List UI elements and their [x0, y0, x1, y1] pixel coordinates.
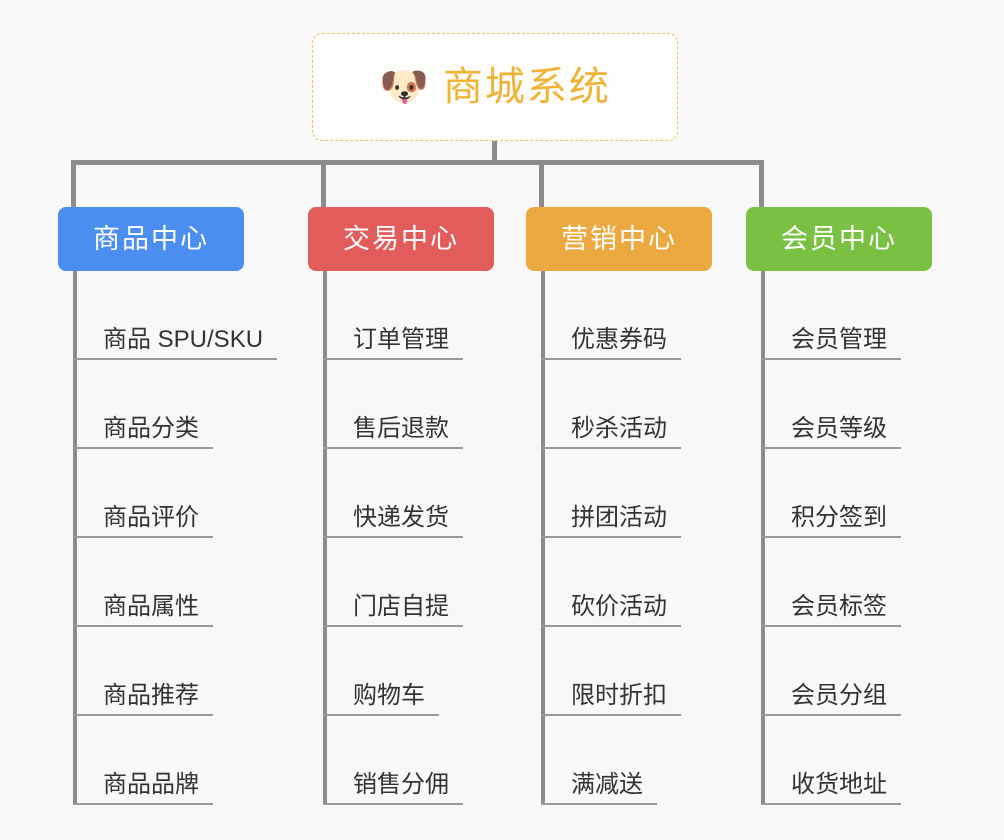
leaf-label: 拼团活动	[571, 504, 667, 532]
leaf-item[interactable]: 商品推荐	[73, 627, 213, 716]
leaf-label: 会员等级	[791, 415, 887, 443]
leaf-label: 会员分组	[791, 682, 887, 710]
leaf-item[interactable]: 购物车	[323, 627, 439, 716]
leaf-label: 商品分类	[103, 415, 199, 443]
root-title: 商城系统	[442, 65, 611, 109]
leaf-label: 购物车	[353, 682, 425, 710]
leaf-item[interactable]: 满减送	[541, 716, 657, 805]
leaf-item[interactable]: 订单管理	[323, 271, 463, 360]
leaf-item[interactable]: 会员管理	[761, 271, 901, 360]
leaf-item[interactable]: 商品 SPU/SKU	[73, 271, 278, 360]
shiba-dog-face-icon: 🐶	[379, 65, 429, 109]
leaf-item[interactable]: 秒杀活动	[541, 360, 681, 449]
leaf-label: 售后退款	[353, 415, 449, 443]
leaf-item[interactable]: 会员分组	[761, 627, 901, 716]
connector-drop-marketing-center	[539, 160, 544, 208]
leaf-item[interactable]: 商品品牌	[73, 716, 213, 805]
branch-product-center: 商品中心 商品 SPU/SKU 商品分类 商品评价 商品属性 商品推荐 商品品牌	[58, 207, 278, 805]
leaf-item[interactable]: 收货地址	[761, 716, 901, 805]
leaf-label: 收货地址	[791, 771, 887, 799]
connector-drop-product-center	[71, 160, 76, 208]
branch-spine	[761, 271, 765, 805]
category-label: 交易中心	[343, 223, 459, 254]
leaf-label: 优惠券码	[571, 326, 667, 354]
leaf-label: 门店自提	[353, 593, 449, 621]
leaf-item[interactable]: 商品属性	[73, 538, 213, 627]
connector-trunk	[492, 141, 497, 165]
branch-trade-center: 交易中心 订单管理 售后退款 快递发货 门店自提 购物车 销售分佣	[308, 207, 494, 805]
leaf-item[interactable]: 商品分类	[73, 360, 213, 449]
leaf-item[interactable]: 优惠券码	[541, 271, 681, 360]
leaf-item[interactable]: 会员标签	[761, 538, 901, 627]
category-label: 商品中心	[93, 223, 209, 254]
leaf-label: 订单管理	[353, 326, 449, 354]
category-header-product-center[interactable]: 商品中心	[58, 207, 244, 271]
leaf-label: 满减送	[571, 771, 643, 799]
category-header-member-center[interactable]: 会员中心	[746, 207, 932, 271]
category-label: 会员中心	[781, 223, 897, 254]
leaf-label: 快递发货	[353, 504, 449, 532]
leaf-item[interactable]: 售后退款	[323, 360, 463, 449]
leaf-label: 商品品牌	[103, 771, 199, 799]
leaf-label: 会员标签	[791, 593, 887, 621]
category-label: 营销中心	[561, 223, 677, 254]
leaf-label: 限时折扣	[571, 682, 667, 710]
leaf-item[interactable]: 销售分佣	[323, 716, 463, 805]
leaf-label: 销售分佣	[353, 771, 449, 799]
leaf-item[interactable]: 拼团活动	[541, 449, 681, 538]
branch-member-center: 会员中心 会员管理 会员等级 积分签到 会员标签 会员分组 收货地址	[746, 207, 932, 805]
leaf-item[interactable]: 门店自提	[323, 538, 463, 627]
leaf-label: 商品属性	[103, 593, 199, 621]
branch-spine	[73, 271, 77, 805]
leaf-item[interactable]: 限时折扣	[541, 627, 681, 716]
branch-spine	[541, 271, 545, 805]
leaf-label: 商品评价	[103, 504, 199, 532]
branch-marketing-center: 营销中心 优惠券码 秒杀活动 拼团活动 砍价活动 限时折扣 满减送	[526, 207, 712, 805]
category-header-trade-center[interactable]: 交易中心	[308, 207, 494, 271]
leaf-label: 砍价活动	[571, 593, 667, 621]
leaf-item[interactable]: 积分签到	[761, 449, 901, 538]
leaf-label: 会员管理	[791, 326, 887, 354]
root-node[interactable]: 🐶 商城系统	[312, 33, 678, 141]
connector-drop-trade-center	[321, 160, 326, 208]
leaf-item[interactable]: 快递发货	[323, 449, 463, 538]
leaf-label: 秒杀活动	[571, 415, 667, 443]
branch-spine	[323, 271, 327, 805]
leaf-item[interactable]: 砍价活动	[541, 538, 681, 627]
leaf-label: 商品 SPU/SKU	[103, 326, 264, 354]
category-header-marketing-center[interactable]: 营销中心	[526, 207, 712, 271]
leaf-label: 商品推荐	[103, 682, 199, 710]
connector-drop-member-center	[759, 160, 764, 208]
leaf-item[interactable]: 商品评价	[73, 449, 213, 538]
leaf-item[interactable]: 会员等级	[761, 360, 901, 449]
leaf-label: 积分签到	[791, 504, 887, 532]
connector-bus	[71, 160, 764, 165]
